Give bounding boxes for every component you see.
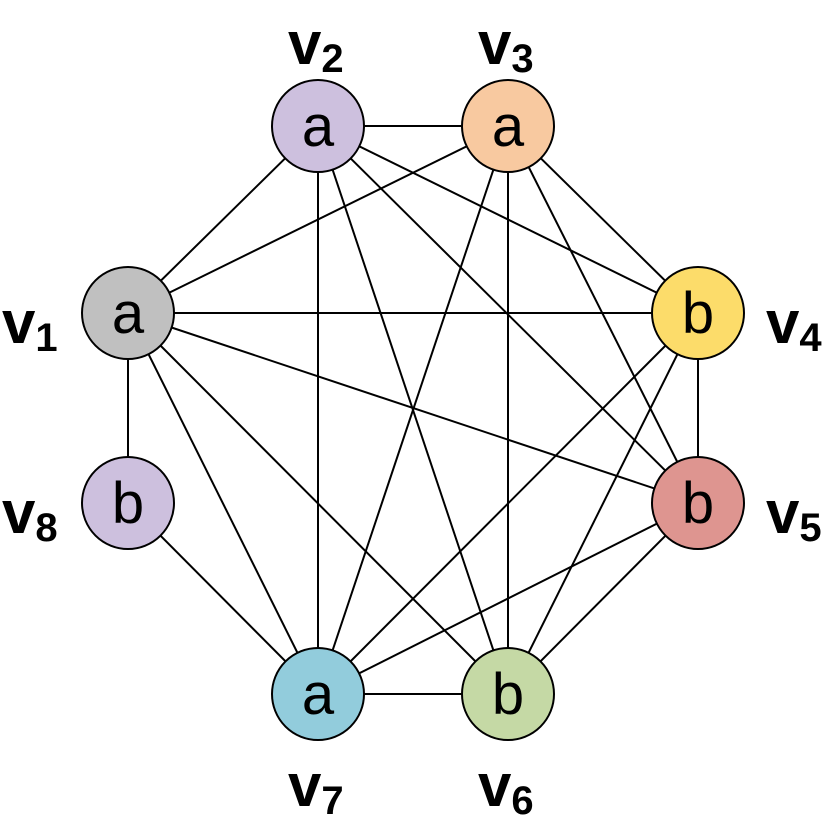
node-circle-v1 [81,266,175,360]
edge-v3-v5 [507,125,699,504]
vertex-label-main-v7: v [288,752,322,819]
vertex-label-sub-v1: 1 [35,316,57,360]
node-v2: a [271,79,365,173]
node-circle-v7 [271,647,365,741]
vertex-label-sub-v4: 4 [799,316,822,360]
node-v3: a [461,79,555,173]
vertex-label-sub-v6: 6 [511,779,533,823]
edge-v3-v7 [317,125,509,695]
vertex-label-main-v4: v [766,289,800,356]
node-v6: b [461,647,555,741]
node-v5: b [651,456,745,550]
edge-v4-v6 [507,312,699,695]
edge-v1-v7 [127,312,319,695]
vertex-label-sub-v8: 8 [35,506,57,550]
node-letter-v5: b [682,471,714,536]
vertex-label-sub-v2: 2 [321,37,343,81]
node-circle-v5 [651,456,745,550]
vertex-label-v1: v1 [2,289,58,360]
vertex-label-main-v8: v [2,479,36,546]
vertex-label-sub-v7: 7 [321,779,343,823]
edges-layer [127,125,699,695]
vertex-label-v5: v5 [766,479,822,550]
edge-v4-v7 [317,312,699,695]
vertex-label-v7: v7 [288,752,344,823]
node-v4: b [651,266,745,360]
vertex-label-main-v2: v [288,10,322,77]
vertex-label-sub-v5: 5 [799,506,821,550]
vertex-label-main-v6: v [478,752,512,819]
vertex-label-main-v5: v [766,479,800,546]
vertex-label-v6: v6 [478,752,534,823]
node-letter-v6: b [492,662,524,727]
node-v8: b [81,456,175,550]
vertex-label-main-v3: v [478,10,512,77]
edge-v5-v7 [317,502,699,695]
node-letter-v8: b [112,471,144,536]
node-circle-v4 [651,266,745,360]
vertex-label-v2: v2 [288,10,344,81]
node-v1: a [81,266,175,360]
node-v7: a [271,647,365,741]
nodes-layer: a a a b b b a b [81,79,745,741]
node-letter-v2: a [302,94,335,159]
node-letter-v4: b [682,281,714,346]
node-circle-v2 [271,79,365,173]
vertex-label-v8: v8 [2,479,58,550]
node-letter-v3: a [492,94,525,159]
vertex-label-main-v1: v [2,289,36,356]
vertex-label-v4: v4 [766,289,822,360]
node-letter-v1: a [112,281,145,346]
node-circle-v8 [81,456,175,550]
vertex-label-v3: v3 [478,10,534,81]
node-letter-v7: a [302,662,335,727]
node-circle-v3 [461,79,555,173]
node-circle-v6 [461,647,555,741]
vertex-label-sub-v3: 3 [511,37,533,81]
